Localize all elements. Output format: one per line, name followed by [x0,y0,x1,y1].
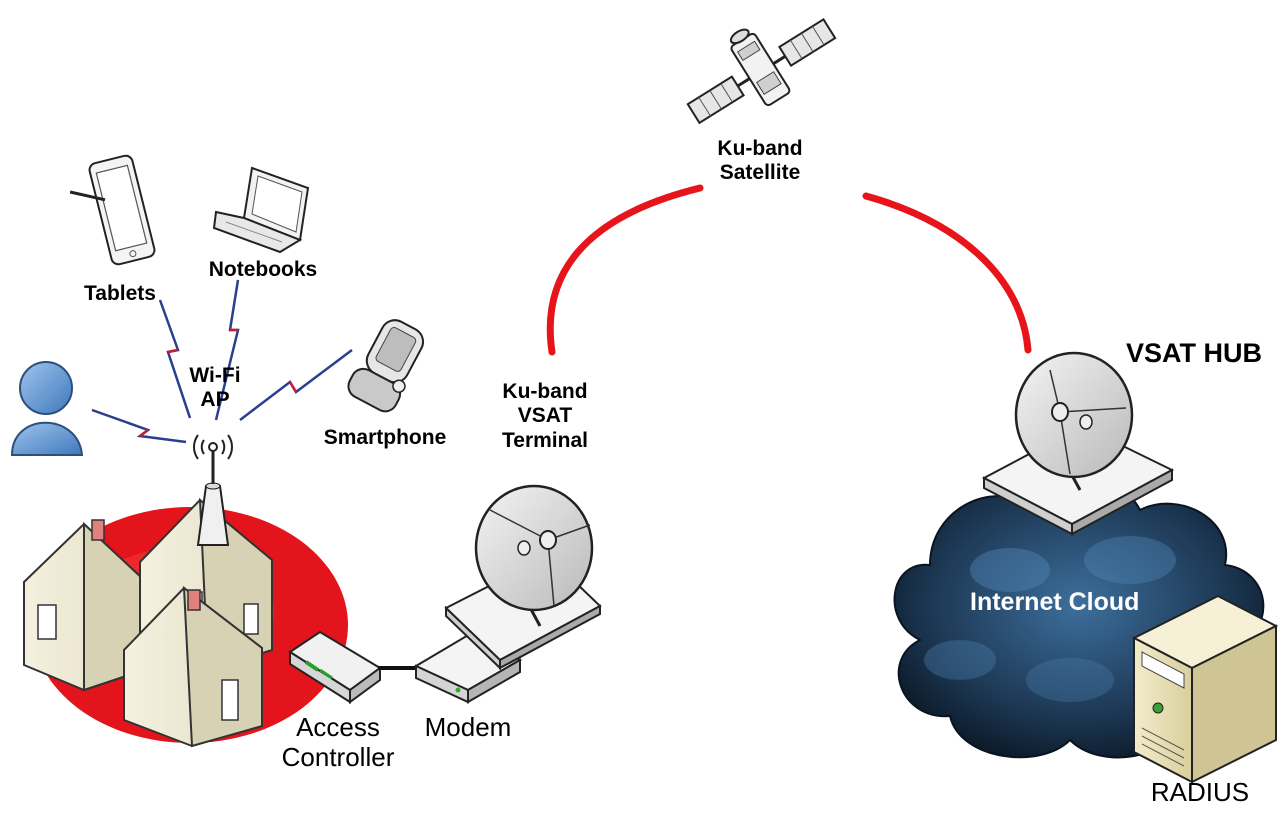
user-icon [10,361,84,456]
tablet-icon [69,154,156,266]
vsat-terminal-label: Ku-band VSAT Terminal [502,380,588,452]
modem-label: Modem [424,712,512,742]
vsat-hub-label: VSAT HUB [1125,338,1262,368]
satellite-dish-icon [981,351,1175,536]
wireless-link-user [91,408,187,444]
access-controller-label: Access Controller [281,712,395,773]
notebooks-label: Notebooks [208,258,318,281]
smartphone-icon [347,319,425,413]
wireless-links [91,279,353,444]
wifi-ap-label: Wi-Fi AP [189,364,241,412]
satellite-link-terminal [546,184,704,356]
server-icon [1131,594,1279,784]
internet-cloud-label: Internet Cloud [970,588,1140,616]
house-icon [123,585,263,748]
satellite-icon [686,18,837,125]
notebook-icon [212,166,310,254]
satellite-dish-icon [444,484,602,671]
radius-label: RADIUS [1150,777,1250,807]
antenna-icon [193,434,233,546]
tablets-label: Tablets [84,282,156,305]
satellite-link-hub [862,192,1032,354]
access-controller-icon [288,630,382,704]
smartphone-label: Smartphone [323,426,447,449]
satellite-label: Ku-band Satellite [717,137,803,185]
